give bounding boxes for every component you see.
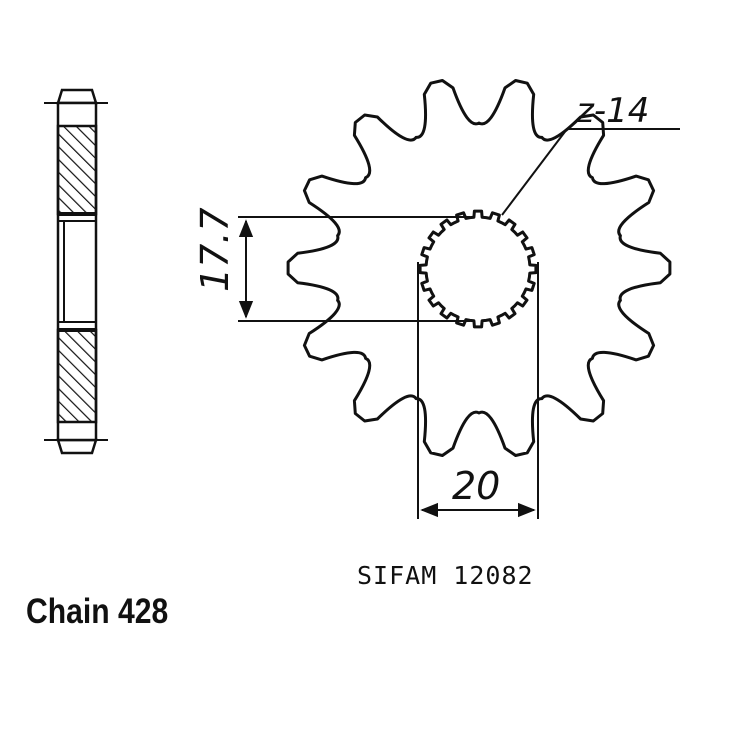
part-reference: SIFAM 12082 <box>357 561 534 590</box>
width-dimension-label: 20 <box>452 464 500 508</box>
tooth-count-leader <box>501 128 680 216</box>
width-dimension <box>417 262 539 519</box>
chain-size-label: Chain 428 <box>26 592 169 631</box>
sprocket-teeth-outline <box>286 79 672 457</box>
height-dimension <box>238 216 470 322</box>
spline-bore-outline <box>418 209 538 329</box>
height-dimension-label: 17.7 <box>193 207 237 292</box>
sprocket-side-view <box>44 88 108 455</box>
tooth-count-label: z-14 <box>575 91 649 131</box>
